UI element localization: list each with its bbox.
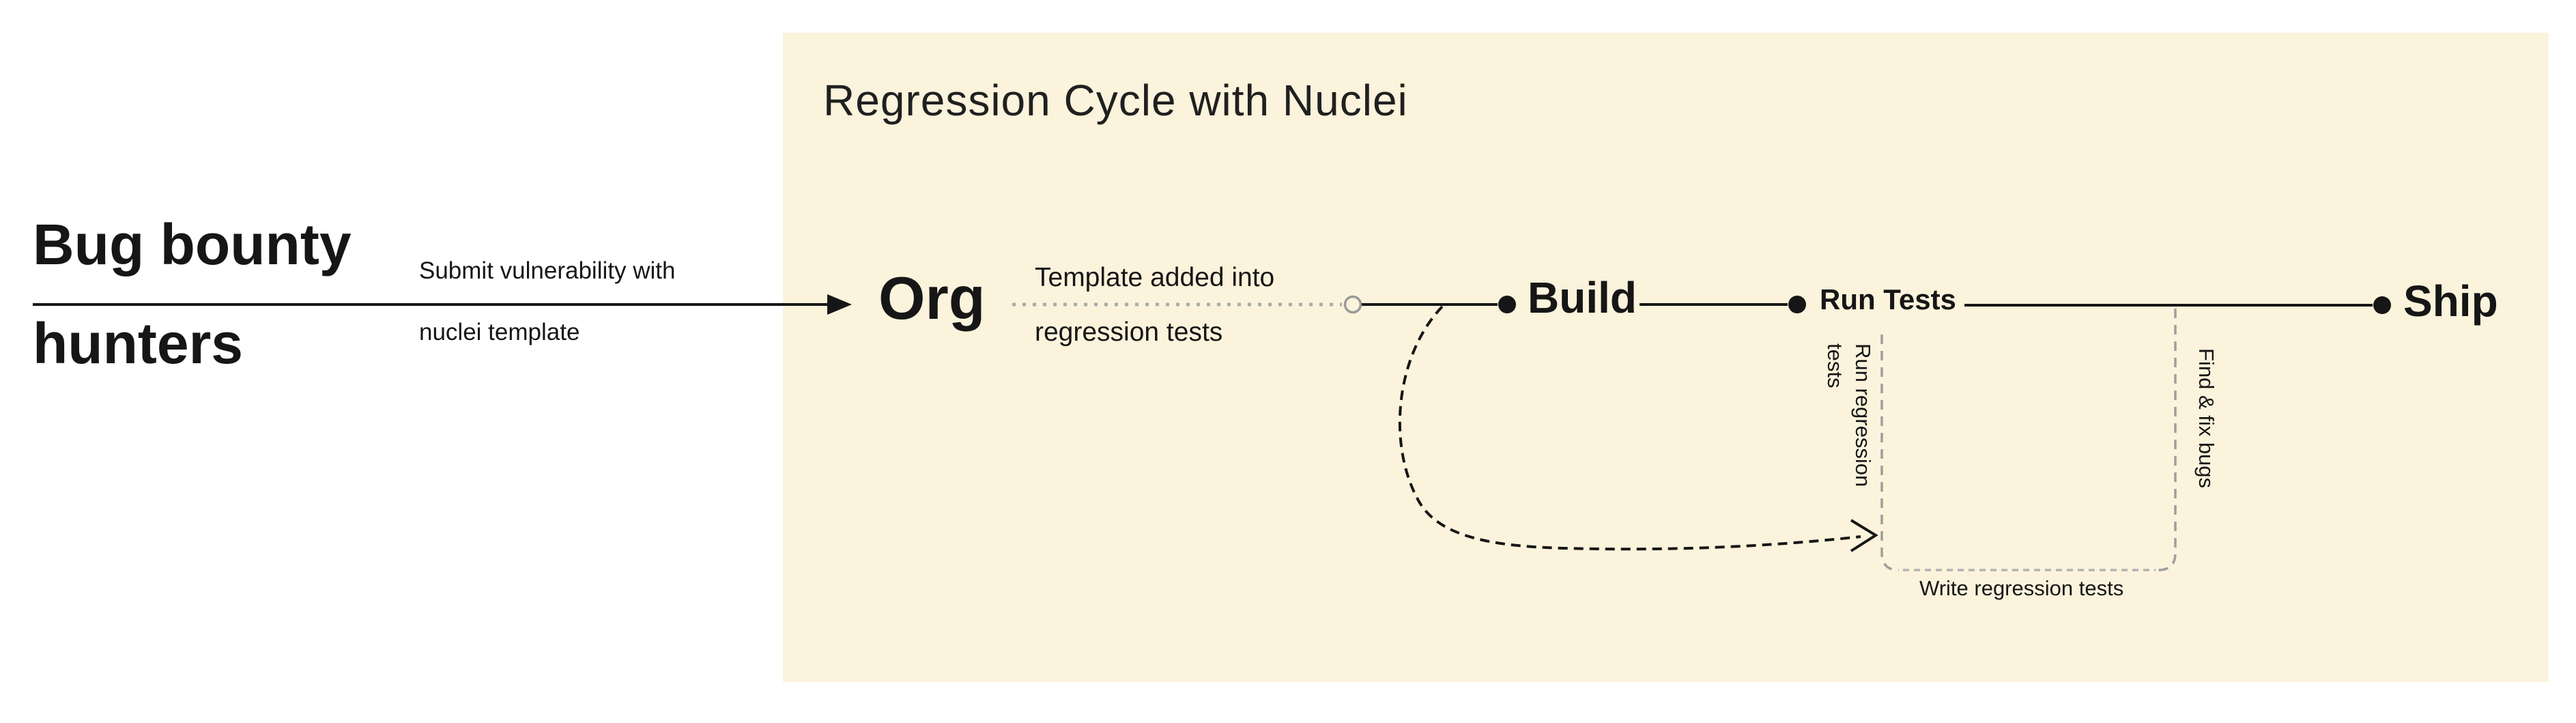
merge-circle [1343, 295, 1362, 314]
feedback-dashed-curve [1398, 305, 1861, 551]
run-tests-dot [1788, 296, 1806, 313]
run-regression-label: Run regression tests [1823, 343, 1875, 487]
actor-name-line1: Bug bounty [33, 212, 352, 277]
submit-arrowhead [827, 294, 852, 315]
template-added-label-line2: regression tests [1035, 317, 1223, 347]
node-ship: Ship [2403, 277, 2498, 326]
actor-name-line2: hunters [33, 311, 244, 375]
run-regression-dashed-line [1880, 335, 1900, 571]
find-fix-label: Find & fix bugs [2194, 348, 2218, 489]
find-fix-dashed-line [2158, 309, 2177, 571]
regression-cycle-panel [783, 33, 2549, 682]
ship-dot [2373, 296, 2391, 314]
template-added-label-line1: Template added into [1035, 263, 1275, 292]
build-dot [1498, 296, 1516, 313]
write-regression-label: Write regression tests [1919, 576, 2124, 600]
submit-label-line2: nuclei template [419, 319, 580, 345]
feedback-arrowhead [1850, 519, 1878, 552]
submit-label-line1: Submit vulnerability with [419, 257, 676, 284]
panel-title: Regression Cycle with Nuclei [823, 76, 1408, 125]
node-org: Org [878, 264, 986, 332]
node-build: Build [1528, 273, 1637, 322]
node-run-tests: Run Tests [1820, 283, 1956, 315]
